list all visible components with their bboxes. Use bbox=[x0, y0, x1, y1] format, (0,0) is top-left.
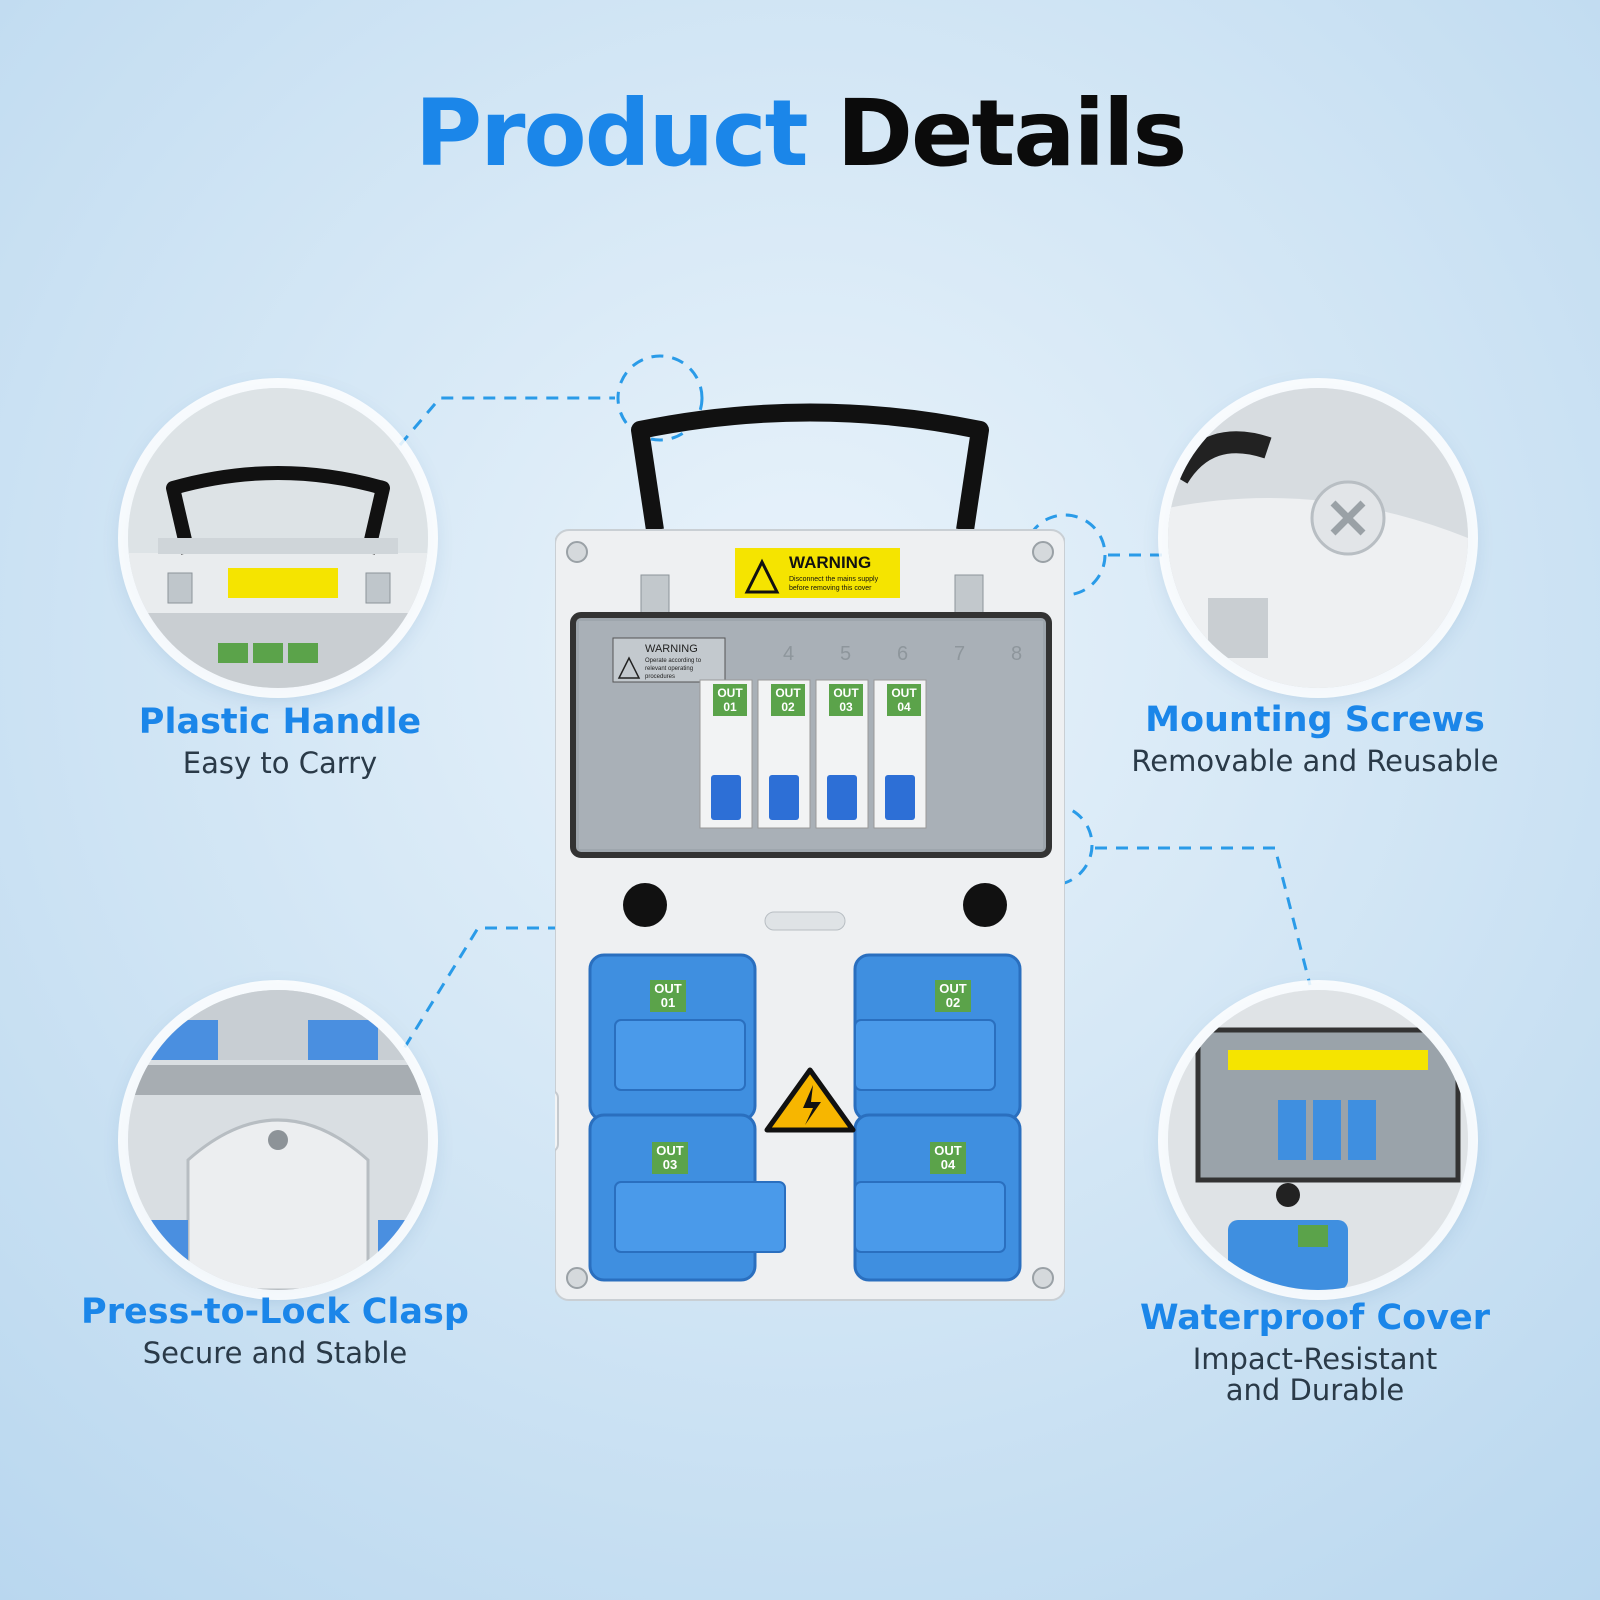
distribution-box: WARNING Disconnect the mains supply befo… bbox=[555, 403, 1065, 1301]
breaker-toggle[interactable] bbox=[711, 775, 741, 820]
warning-text-2: before removing this cover bbox=[789, 585, 872, 592]
feature-subtitle: Secure and Stable bbox=[142, 1336, 408, 1370]
warning-title: WARNING bbox=[789, 553, 871, 572]
breaker-toggle[interactable] bbox=[885, 775, 915, 820]
inner-warning-text-1: Operate according to bbox=[645, 658, 702, 664]
breaker-number: 02 bbox=[781, 700, 795, 714]
title-part-product: Product bbox=[414, 80, 809, 187]
press-to-lock-clasp[interactable] bbox=[764, 911, 846, 931]
socket-label: OUT bbox=[656, 1143, 684, 1158]
breaker-label: OUT bbox=[891, 686, 917, 700]
slot-number: 6 bbox=[897, 643, 908, 665]
cable-gland bbox=[555, 1090, 559, 1152]
zoom-circle-handle bbox=[128, 388, 428, 688]
highlight-ring-screw bbox=[1023, 513, 1107, 597]
socket-number: 03 bbox=[663, 1157, 677, 1172]
inner-warning-title: WARNING bbox=[645, 643, 698, 655]
breaker-label: OUT bbox=[775, 686, 801, 700]
socket[interactable]: OUT 01 bbox=[588, 953, 757, 1122]
breaker[interactable]: OUT 01 bbox=[699, 679, 753, 829]
zoom-circle-cover bbox=[1168, 990, 1468, 1290]
title-part-details: Details bbox=[836, 80, 1188, 187]
connector-cover-line bbox=[1095, 846, 1312, 986]
screw-icon bbox=[1032, 541, 1054, 563]
feature-press-to-lock-clasp: Press-to-Lock Clasp Secure and Stable bbox=[65, 1292, 485, 1369]
breaker-toggle[interactable] bbox=[827, 775, 857, 820]
feature-plastic-handle: Plastic Handle Easy to Carry bbox=[120, 702, 440, 779]
inner-warning-text-2: relevant operating bbox=[645, 666, 693, 672]
socket[interactable]: OUT 04 bbox=[853, 1113, 1022, 1282]
socket-number: 04 bbox=[941, 1157, 956, 1172]
slot-number: 5 bbox=[840, 643, 851, 665]
breaker[interactable]: OUT 03 bbox=[815, 679, 869, 829]
connector-handle-line bbox=[398, 396, 615, 446]
slot-number: 8 bbox=[1011, 643, 1022, 665]
inner-warning-icon bbox=[617, 656, 641, 679]
highlight-ring-cover bbox=[1010, 803, 1094, 887]
zoom-circle-screws bbox=[1168, 388, 1468, 688]
socket[interactable]: OUT 02 bbox=[853, 953, 1022, 1122]
highlight-ring-handle bbox=[616, 354, 704, 442]
feature-mounting-screws: Mounting Screws Removable and Reusable bbox=[1105, 700, 1525, 777]
socket-label: OUT bbox=[934, 1143, 962, 1158]
feature-title: Press-to-Lock Clasp bbox=[81, 1292, 469, 1332]
breaker-number: 03 bbox=[839, 700, 853, 714]
slot-number: 4 bbox=[783, 643, 794, 665]
feature-subtitle: Impact-Resistant and Durable bbox=[1192, 1342, 1438, 1407]
feature-title: Mounting Screws bbox=[1145, 700, 1485, 740]
warning-label bbox=[735, 548, 900, 598]
screw-icon bbox=[566, 1267, 588, 1289]
hinge bbox=[954, 574, 984, 618]
zoom-circle-clasp bbox=[128, 990, 428, 1290]
inner-warning-label bbox=[612, 637, 726, 683]
screw-icon bbox=[1032, 1267, 1054, 1289]
breaker[interactable]: OUT 02 bbox=[757, 679, 811, 829]
socket-number: 01 bbox=[661, 995, 675, 1010]
breaker-number: 01 bbox=[723, 700, 737, 714]
socket[interactable]: OUT 03 bbox=[588, 1113, 786, 1282]
breaker-toggle[interactable] bbox=[769, 775, 799, 820]
feature-waterproof-cover: Waterproof Cover Impact-Resistant and Du… bbox=[1120, 1298, 1510, 1406]
warning-text-1: Disconnect the mains supply bbox=[789, 576, 879, 583]
warning-triangle-icon bbox=[744, 558, 780, 594]
handle bbox=[631, 403, 989, 532]
socket-number: 02 bbox=[946, 995, 960, 1010]
slot-number: 7 bbox=[954, 643, 965, 665]
feature-title: Waterproof Cover bbox=[1139, 1298, 1491, 1338]
breaker-label: OUT bbox=[833, 686, 859, 700]
socket-label: OUT bbox=[654, 981, 682, 996]
breaker-label: OUT bbox=[717, 686, 743, 700]
socket-label: OUT bbox=[939, 981, 967, 996]
latch-knob[interactable] bbox=[623, 883, 667, 927]
feature-subtitle: Removable and Reusable bbox=[1131, 744, 1499, 778]
breaker-number: 04 bbox=[897, 700, 911, 714]
inner-warning-text-3: procedures bbox=[645, 674, 675, 680]
latch-knob[interactable] bbox=[963, 883, 1007, 927]
feature-title: Plastic Handle bbox=[138, 702, 422, 742]
feature-subtitle: Easy to Carry bbox=[182, 746, 378, 780]
hinge bbox=[640, 574, 670, 618]
breaker[interactable]: OUT 04 bbox=[873, 679, 927, 829]
screw-icon bbox=[566, 541, 588, 563]
page-title: Product Details bbox=[0, 80, 1600, 187]
